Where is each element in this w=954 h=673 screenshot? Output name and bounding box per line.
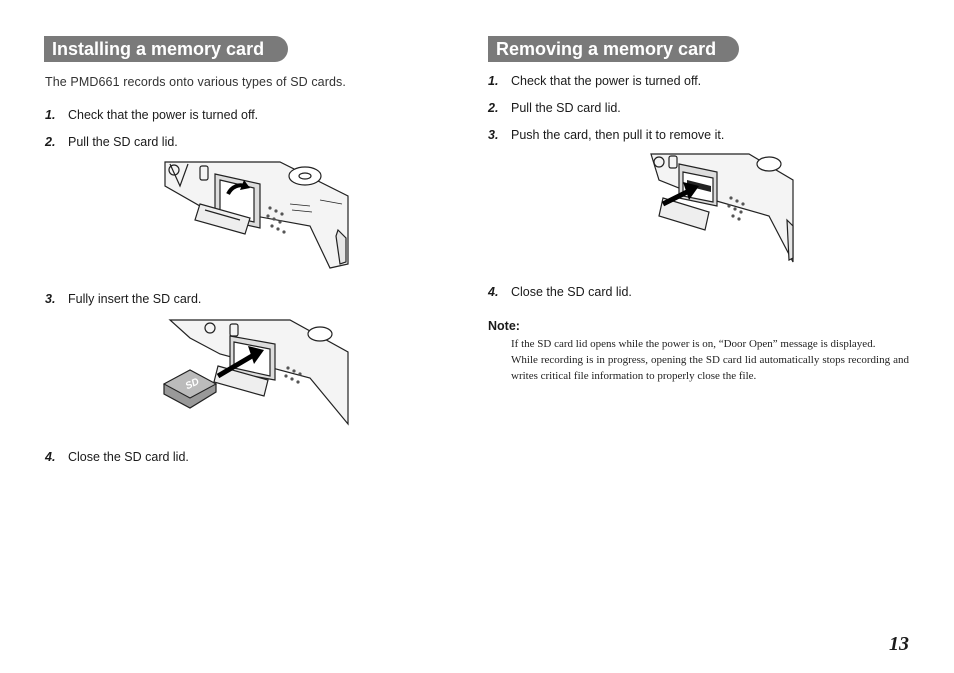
note-paragraph: While recording is in progress, opening … bbox=[511, 354, 909, 382]
step-text: Push the card, then pull it to remove it… bbox=[511, 128, 725, 142]
step-text: Close the SD card lid. bbox=[511, 285, 632, 299]
page-number: 13 bbox=[889, 633, 909, 655]
section-heading-installing: Installing a memory card bbox=[44, 36, 288, 62]
step-number: 1. bbox=[488, 74, 499, 88]
section-heading-removing: Removing a memory card bbox=[488, 36, 739, 62]
intro-text: The PMD661 records onto various types of… bbox=[45, 75, 346, 89]
step-number: 3. bbox=[45, 292, 56, 306]
sd-card-insert-illustration: SD bbox=[162, 319, 349, 426]
note-paragraph: If the SD card lid opens while the power… bbox=[511, 338, 876, 350]
note-title: Note: bbox=[488, 319, 520, 333]
step-number: 4. bbox=[488, 285, 499, 299]
step-text: Fully insert the SD card. bbox=[68, 292, 202, 306]
note-body: If the SD card lid opens while the power… bbox=[511, 336, 909, 384]
sd-lid-open-illustration bbox=[164, 161, 349, 269]
step-number: 2. bbox=[45, 135, 56, 149]
step-number: 3. bbox=[488, 128, 499, 142]
step-text: Pull the SD card lid. bbox=[511, 101, 621, 115]
step-number: 1. bbox=[45, 108, 56, 122]
step-text: Check that the power is turned off. bbox=[511, 74, 702, 88]
step-text: Pull the SD card lid. bbox=[68, 135, 178, 149]
step-number: 2. bbox=[488, 101, 499, 115]
sd-card-remove-illustration bbox=[650, 153, 794, 263]
step-number: 4. bbox=[45, 450, 56, 464]
step-text: Close the SD card lid. bbox=[68, 450, 189, 464]
step-text: Check that the power is turned off. bbox=[68, 108, 259, 122]
sd-card-logo: SD bbox=[184, 376, 201, 392]
